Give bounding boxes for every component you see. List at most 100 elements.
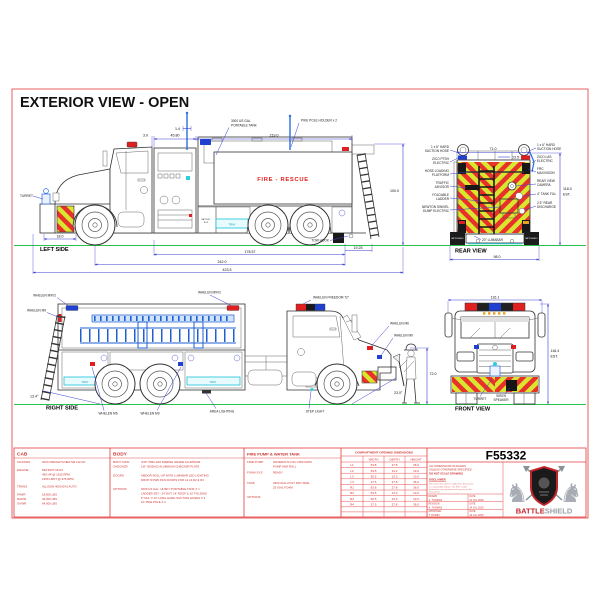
- rear-callouts-left: 1 x 6" HARD SUCTION HOSE ZICO PTSH ELECT…: [422, 145, 501, 213]
- svg-text:CHECKER: CHECKER: [113, 464, 129, 468]
- dim-rear-overall-width: 98.0: [494, 255, 501, 259]
- notes: ALL DIMENSIONS IN INCHES UNLESS OTHERWIS…: [429, 464, 473, 494]
- svg-text:TANK: TANK: [247, 481, 255, 485]
- body-beacon-blue: [200, 139, 211, 145]
- svg-text:ELECTRIC: ELECTRIC: [433, 161, 449, 165]
- svg-text:2024 FREIGHTLINER M2 112 DC: 2024 FREIGHTLINER M2 112 DC: [42, 460, 86, 464]
- svg-text:GVWR: GVWR: [17, 502, 27, 506]
- svg-text:18,000 LBS: 18,000 LBS: [42, 493, 57, 497]
- svg-text:L1: L1: [350, 463, 354, 467]
- svg-text:27.8: 27.8: [392, 502, 398, 506]
- svg-text:DEPTH: DEPTH: [389, 458, 399, 462]
- svg-text:36.0: 36.0: [413, 486, 419, 490]
- siren-speaker: [506, 380, 517, 391]
- svg-text:CHASSIS: CHASSIS: [17, 460, 30, 464]
- svg-text:10' PIKE POLE X 2: 10' PIKE POLE X 2: [141, 500, 166, 504]
- tow-hook: [348, 233, 354, 239]
- svg-text:TRANS: TRANS: [17, 485, 27, 489]
- stored-ladders: [80, 314, 236, 349]
- mudflap-text-left: BATTLESHIELD: [451, 237, 464, 240]
- svg-text:R4: R4: [350, 502, 354, 506]
- hood-light-red: [367, 346, 373, 350]
- dim-pump-len: 45.80: [171, 134, 180, 138]
- mudflap-text-right: BATTLESHIELD: [525, 237, 538, 240]
- svg-text:L2: L2: [350, 469, 354, 473]
- rear-discharge: [518, 207, 526, 215]
- title-block-pump: FIRE PUMP & WATER TANK FIRE PUMP WATEROU…: [247, 452, 312, 500]
- svg-text:53.5: 53.5: [371, 469, 377, 473]
- svg-text:63.8: 63.8: [371, 486, 377, 490]
- freightliner-emblem: [492, 344, 498, 351]
- rear-beacon-red: [521, 155, 530, 160]
- rear-access-ladder: [351, 144, 380, 240]
- water-tank: [213, 151, 353, 205]
- svg-text:FIRE PUMP & WATER TANK: FIRE PUMP & WATER TANK: [247, 452, 300, 457]
- area-lighting-label: AREA LIGHTING: [210, 410, 235, 414]
- svg-text:21 JUL 2025: 21 JUL 2025: [470, 499, 485, 502]
- dim-body-height: 100.0: [390, 189, 399, 193]
- whelen-m9v2-front-label: WHELEN M9V2: [198, 291, 221, 295]
- dim-wheelbase: 242.0: [218, 260, 227, 264]
- pump-panel: [153, 147, 197, 234]
- svg-text:in a reasonable fashion. The ': in a reasonable fashion. The 'EST.' note…: [429, 485, 468, 488]
- body-beacon-rear: [65, 305, 79, 311]
- svg-text:REVISION: REVISION: [429, 504, 440, 506]
- dim-front-width: 116.1: [491, 295, 500, 299]
- rear-access-ladder: [40, 315, 66, 401]
- svg-text:WATEROUS CSU 1050 IGPM: WATEROUS CSU 1050 IGPM: [273, 460, 312, 464]
- svg-text:APPROVED: APPROVED: [429, 510, 442, 513]
- freightliner-emblem: [297, 348, 305, 356]
- zico-arm: [529, 151, 535, 173]
- svg-text:2500 IGAL POLY DRY-SIDE: 2500 IGAL POLY DRY-SIDE: [273, 481, 309, 485]
- whelen-m9-rear-label: WHELEN M9: [27, 309, 46, 313]
- svg-text:FOAM SYS: FOAM SYS: [247, 471, 263, 475]
- svg-text:27.8: 27.8: [392, 480, 398, 484]
- svg-text:We reserve the right to modify: We reserve the right to modify these dim…: [429, 483, 473, 486]
- body-beacon-front: [226, 305, 240, 311]
- tray: [186, 376, 241, 386]
- step-light-label: STEP LIGHT: [306, 410, 325, 414]
- grille-light-red: [511, 345, 516, 349]
- svg-text:24 JUL 2025: 24 JUL 2025: [470, 507, 485, 510]
- svg-text:25 IGAL FOAM: 25 IGAL FOAM: [273, 485, 293, 489]
- mirror: [351, 314, 358, 333]
- svg-text:3/16" 5052-H32 MARINE GRADE AL: 3/16" 5052-H32 MARINE GRADE ALUMINUM: [141, 460, 201, 464]
- battery-box-label-1: BATTERY: [201, 218, 211, 221]
- approach-angle: 23.0°: [394, 391, 403, 395]
- dim-rear-width: 71.0: [490, 147, 497, 151]
- front-bumper: [39, 203, 56, 234]
- drawing-number: F55332: [486, 449, 527, 463]
- hood-light-blue: [377, 355, 382, 359]
- axe-head: [392, 353, 401, 363]
- svg-text:MAXVISION: MAXVISION: [537, 171, 555, 175]
- tray-label: TRAY: [82, 380, 89, 384]
- svg-text:27.5: 27.5: [371, 480, 377, 484]
- rear-view: BATTLESHIELD BATTLESHIELD 71.0 13.5 118.…: [422, 143, 572, 261]
- dim-rear-height-1: 118.0: [563, 187, 572, 191]
- headlight-left: [456, 351, 475, 362]
- whelen-freedom-label: WHELEN FREEDOM 72": [313, 296, 349, 300]
- svg-text:DUMP ELECTRIC: DUMP ELECTRIC: [423, 209, 450, 213]
- logo-wordmark: BATTLESHIELD: [516, 507, 573, 516]
- svg-text:FAWR: FAWR: [17, 493, 26, 497]
- lumabar-label: 20" LUMABAR: [482, 238, 504, 242]
- mudflap-right: [524, 232, 539, 245]
- svg-text:DOORS: DOORS: [113, 474, 124, 478]
- suction-hose-right: [518, 144, 530, 156]
- svg-text:DATE: DATE: [470, 503, 476, 506]
- svg-text:DRAWN: DRAWN: [429, 495, 438, 498]
- svg-text:13.0: 13.0: [413, 497, 419, 501]
- svg-text:1650 LB/FT @ 975 RPM: 1650 LB/FT @ 975 RPM: [42, 477, 74, 481]
- turret-nozzle: [41, 188, 51, 205]
- right-side-caption: RIGHT SIDE: [46, 406, 78, 412]
- dim-pump-body: 178.57: [245, 250, 256, 254]
- svg-text:ALL DIMENSIONS IN INCHES: ALL DIMENSIONS IN INCHES: [429, 464, 466, 468]
- svg-text:ALLISON 4000 EVS AUTO: ALLISON 4000 EVS AUTO: [42, 485, 77, 489]
- fuel-tank: [117, 211, 145, 228]
- whelen-m9-hood-label: WHELEN M9: [394, 334, 413, 338]
- headlight-right: [515, 351, 534, 362]
- grille-light-blue: [474, 345, 479, 349]
- title-block-body: BODY BODY MATL CHECKER 3/16" 5052-H32 MA…: [113, 452, 210, 505]
